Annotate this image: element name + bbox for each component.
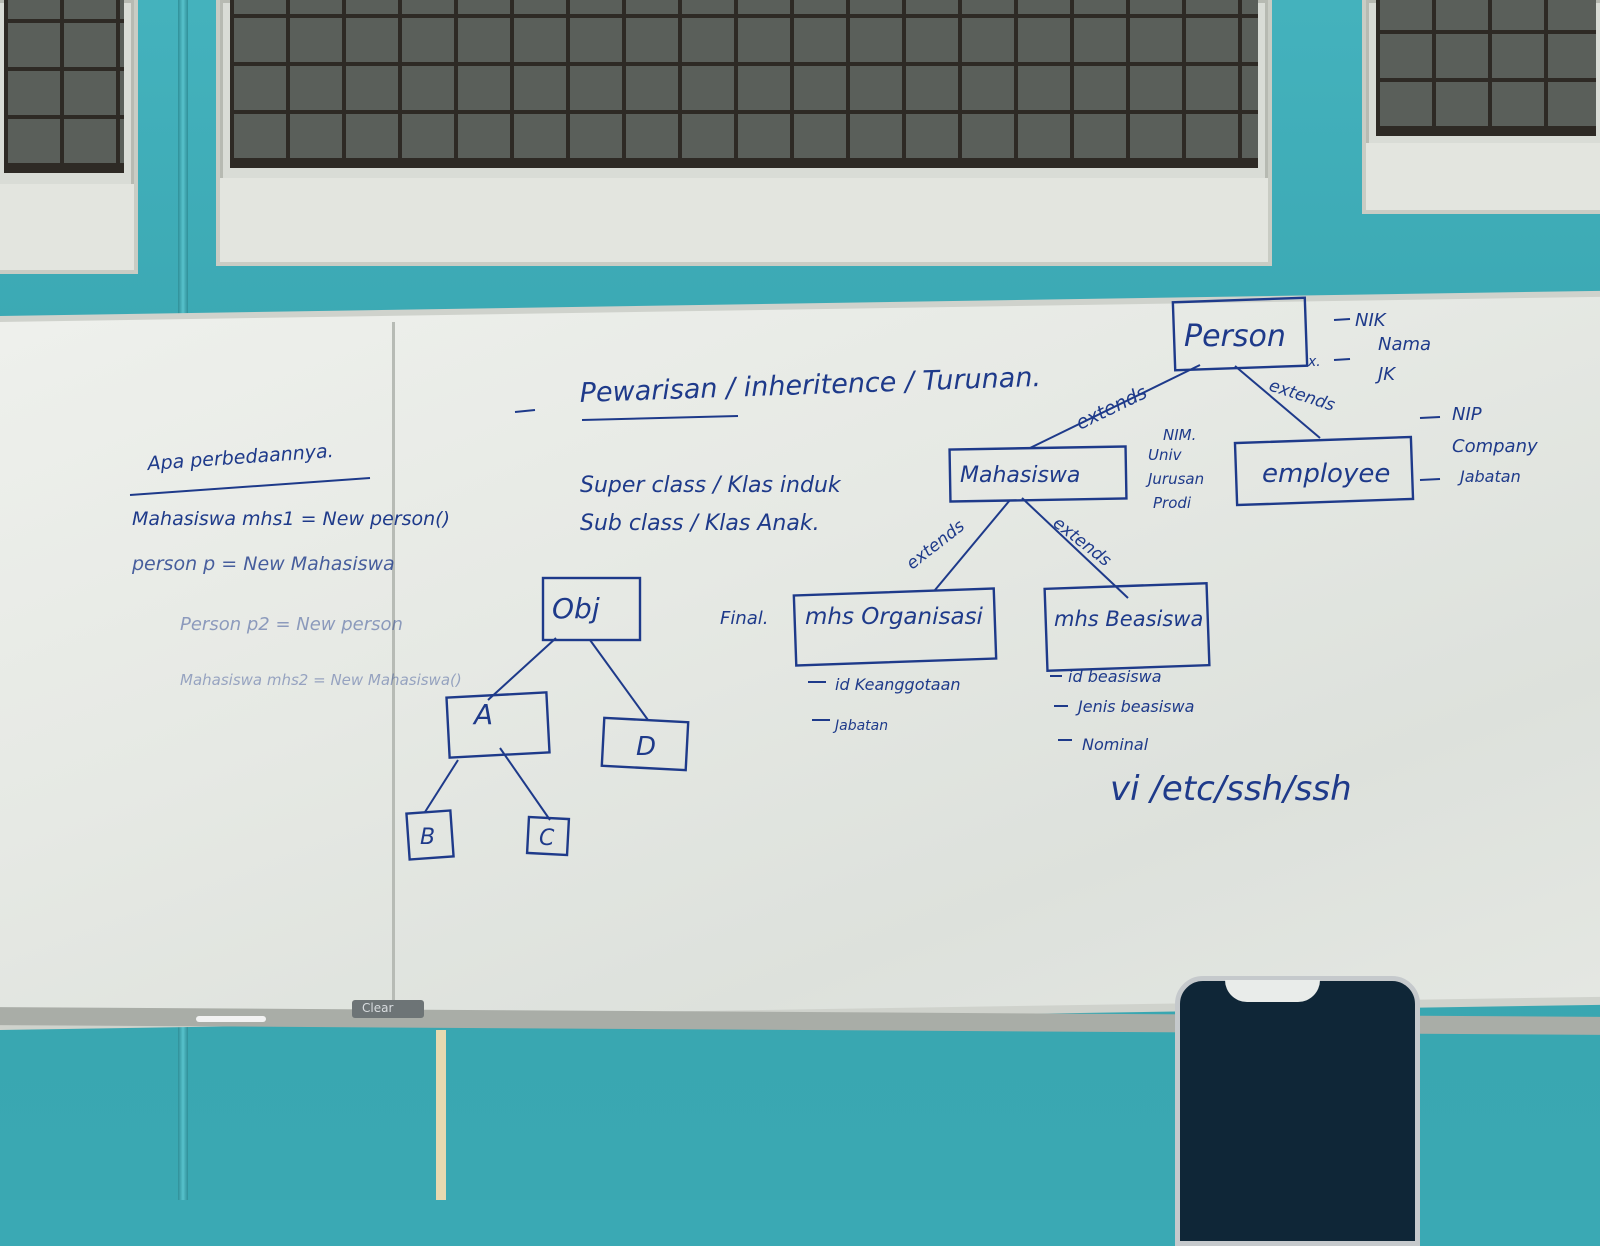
window-grille xyxy=(4,0,124,174)
tree-node-d-box xyxy=(600,716,690,772)
mahasiswa-attr-jurusan: Jurusan xyxy=(1145,470,1204,488)
left-line-3: Person p2 = New person xyxy=(180,614,403,635)
class-person-box xyxy=(1171,296,1309,372)
beasiswa-attr-nominal: Nominal xyxy=(1082,735,1149,754)
window-grille xyxy=(230,0,1258,169)
employee-attr-nip: NIP xyxy=(1452,404,1482,425)
tree-node-root-box xyxy=(541,576,642,642)
class-person-name: Person xyxy=(1184,319,1286,354)
left-title-underline xyxy=(129,477,371,496)
employee-attr-company: Company xyxy=(1452,436,1538,457)
tree-edge xyxy=(589,639,649,721)
extends-label-mahasiswa: extends xyxy=(1073,381,1151,434)
window-sill xyxy=(220,178,1268,262)
class-beasiswa-name: mhs Beasiswa xyxy=(1054,607,1203,631)
employee-attr-jabatan: Jabatan xyxy=(1457,467,1521,486)
person-attr-nama: Nama xyxy=(1378,334,1431,355)
beasiswa-attr-id: id beasiswa xyxy=(1068,667,1162,686)
chair xyxy=(1175,976,1420,1246)
tree-node-a-box xyxy=(445,691,551,759)
extends-label-beasiswa: extends xyxy=(1049,513,1115,571)
mahasiswa-attr-nim: NIM. xyxy=(1163,426,1196,444)
class-mahasiswa-name: Mahasiswa xyxy=(960,463,1080,488)
path-command: vi /etc/ssh/ssh xyxy=(1110,769,1352,809)
extends-label-organisasi: extends xyxy=(903,516,969,574)
eraser-label: Clear xyxy=(362,1001,394,1015)
window-left xyxy=(0,0,138,274)
person-attr-jk: JK xyxy=(1375,364,1396,385)
extends-label-employee: extends xyxy=(1266,376,1337,416)
definition-superclass: Super class / Klas induk xyxy=(580,473,842,498)
beasiswa-attr-jenis: Jenis beasiswa xyxy=(1075,697,1194,716)
eraser: Clear xyxy=(352,1000,424,1018)
header-underline xyxy=(581,415,739,421)
tree-node-a: A xyxy=(472,698,493,731)
tree-node-root: Obj xyxy=(552,592,600,625)
person-attr-dash xyxy=(1333,318,1351,321)
wall-strip xyxy=(436,1030,446,1200)
tree-node-b-box xyxy=(405,809,455,861)
left-line-4: Mahasiswa mhs2 = New Mahasiswa() xyxy=(180,671,462,689)
tree-edge xyxy=(487,637,557,701)
person-attr-nik: NIK xyxy=(1355,310,1387,331)
definition-subclass: Sub class / Klas Anak. xyxy=(580,511,820,536)
class-employee-name: employee xyxy=(1262,459,1390,489)
employee-attr-dash xyxy=(1419,416,1441,419)
inheritance-edge xyxy=(1021,497,1129,599)
tree-node-c: C xyxy=(539,826,555,851)
class-organisasi-name: mhs Organisasi xyxy=(805,604,984,630)
inheritance-edge xyxy=(1029,364,1201,449)
inheritance-edge xyxy=(934,499,1011,591)
left-title: Apa perbedaannya. xyxy=(145,440,334,475)
whiteboard-seam xyxy=(392,322,395,1012)
whiteboard-writing: Pewarisan / inheritence / Turunan. Super… xyxy=(129,296,1538,861)
class-organisasi-box xyxy=(792,587,998,667)
final-label: Final. xyxy=(720,608,769,629)
employee-attr-dash xyxy=(1419,478,1441,481)
chair-handle xyxy=(1225,980,1320,1002)
class-beasiswa-box xyxy=(1043,581,1211,673)
person-attr-dash xyxy=(1333,358,1351,361)
header-text: Pewarisan / inheritence / Turunan. xyxy=(579,362,1041,409)
inheritance-edge xyxy=(1234,365,1321,439)
marker xyxy=(196,1016,266,1022)
person-attr-mark: x. xyxy=(1307,354,1321,370)
class-employee-box xyxy=(1233,435,1415,507)
window-grille xyxy=(1376,0,1596,137)
organisasi-attr-jabatan: Jabatan xyxy=(832,718,888,734)
window-right xyxy=(1362,0,1600,214)
tree-node-b: B xyxy=(420,825,435,850)
organisasi-attr-id: id Keanggotaan xyxy=(835,675,961,694)
tree-node-d: D xyxy=(636,732,656,762)
mahasiswa-attr-prodi: Prodi xyxy=(1153,494,1192,512)
tree-node-c-box xyxy=(525,815,571,857)
left-line-1: Mahasiswa mhs1 = New person() xyxy=(132,508,450,530)
header-dash xyxy=(514,409,536,413)
window-sill xyxy=(0,183,134,270)
tree-edge xyxy=(499,747,551,821)
window-center xyxy=(216,0,1272,266)
window-sill xyxy=(1366,142,1600,210)
class-mahasiswa-box xyxy=(948,445,1128,503)
tree-edge xyxy=(424,759,459,813)
left-line-2: person p = New Mahasiswa xyxy=(131,553,395,575)
mahasiswa-attr-univ: Univ xyxy=(1148,446,1183,464)
